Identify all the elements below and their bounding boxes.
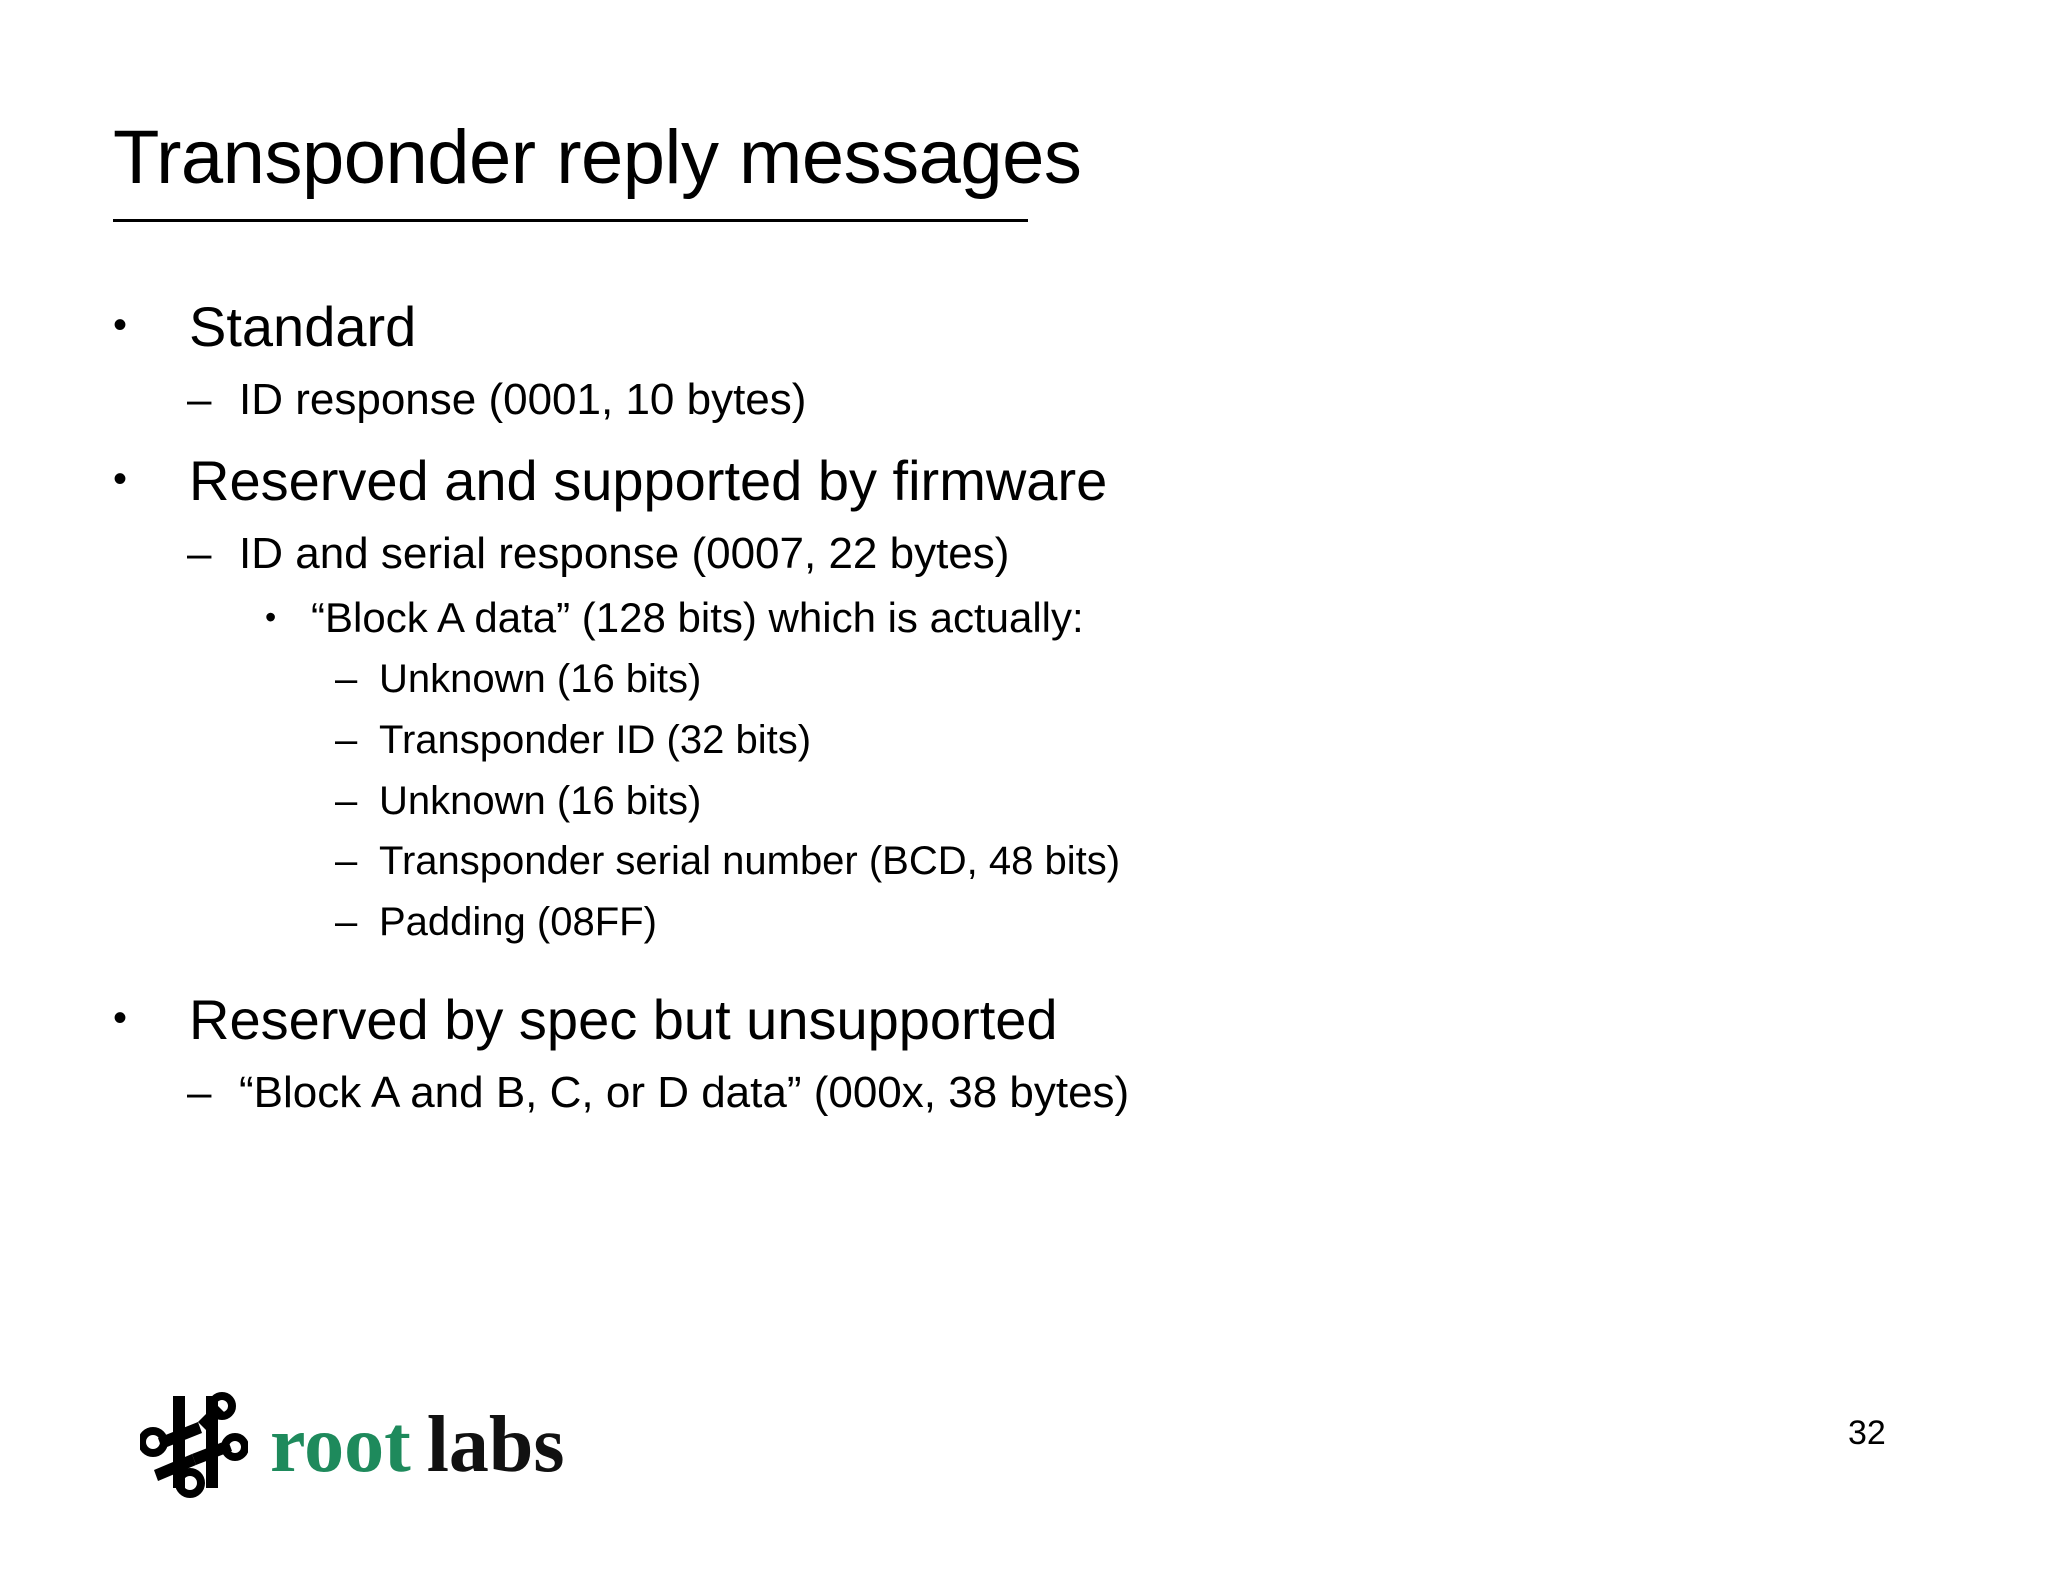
bullet-level1-reserved-unsupported: • Reserved by spec but unsupported [113,987,1943,1052]
bullet-level3-block-a-data: • “Block A data” (128 bits) which is act… [113,594,1943,641]
bullet-dot-icon: • [113,456,128,501]
bullet-text: Unknown (16 bits) [379,778,702,823]
spacer [113,424,1943,450]
bullet-dot-icon: • [113,303,128,347]
bullet-text: Unknown (16 bits) [379,657,702,701]
bullet-text: Reserved by spec but unsupported [189,987,1058,1051]
slide-body-outline: • Standard – ID response (0001, 10 bytes… [113,295,1943,1117]
spacer [113,884,1943,900]
bullet-dash-icon: – [335,717,358,762]
root-labs-circuit-mark-icon [140,1392,248,1498]
bullet-level1-standard: • Standard [113,295,1943,359]
spacer [113,1052,1943,1068]
logo-word-root: root [270,1401,411,1489]
bullet-dash-icon: – [187,374,212,424]
page-number: 32 [1848,1414,1886,1452]
spacer [113,702,1943,718]
bullet-text: Transponder ID (32 bits) [379,717,812,762]
spacer [113,578,1943,594]
bullet-dash-icon: – [187,1067,212,1117]
bullet-dash-icon: – [335,839,358,884]
spacer [113,359,1943,375]
bullet-level2-block-a-b-c-d-data: – “Block A and B, C, or D data” (000x, 3… [113,1068,1943,1117]
bullet-text: Padding (08FF) [379,900,657,945]
bullet-text: Transponder serial number (BCD, 48 bits) [379,839,1121,884]
spacer [113,763,1943,779]
bullet-dash-icon: – [335,657,358,701]
bullet-text: Reserved and supported by firmware [189,448,1108,512]
bullet-dash-icon: – [335,778,358,823]
logo-word-labs: labs [426,1401,565,1489]
bullet-text: ID response (0001, 10 bytes) [239,374,807,424]
bullet-level4-unknown-16-bits-first: – Unknown (16 bits) [113,657,1943,702]
spacer [113,945,1943,989]
bullet-dash-icon: – [335,900,358,945]
bullet-dot-icon: • [113,995,128,1040]
spacer [113,513,1943,529]
bullet-level2-id-response: – ID response (0001, 10 bytes) [113,375,1943,424]
page-title: Transponder reply messages [113,115,1082,200]
title-underline-rule [113,219,1028,223]
spacer [113,641,1943,657]
bullet-level1-reserved-supported: • Reserved and supported by firmware [113,448,1943,513]
bullet-text: “Block A data” (128 bits) which is actua… [311,593,1084,641]
bullet-text: “Block A and B, C, or D data” (000x, 38 … [239,1067,1130,1117]
bullet-text: Standard [189,295,417,358]
bullet-dot-icon: • [265,598,277,635]
bullet-level4-transponder-serial-number: – Transponder serial number (BCD, 48 bit… [113,839,1943,884]
bullet-level2-id-serial-response: – ID and serial response (0007, 22 bytes… [113,529,1943,578]
bullet-level4-transponder-id: – Transponder ID (32 bits) [113,718,1943,763]
title-block: Transponder reply messages [113,115,1923,223]
bullet-level4-padding: – Padding (08FF) [113,900,1943,945]
spacer [113,823,1943,839]
bullet-text: ID and serial response (0007, 22 bytes) [239,528,1010,578]
bullet-dash-icon: – [187,528,212,578]
bullet-level4-unknown-16-bits-second: – Unknown (16 bits) [113,779,1943,824]
